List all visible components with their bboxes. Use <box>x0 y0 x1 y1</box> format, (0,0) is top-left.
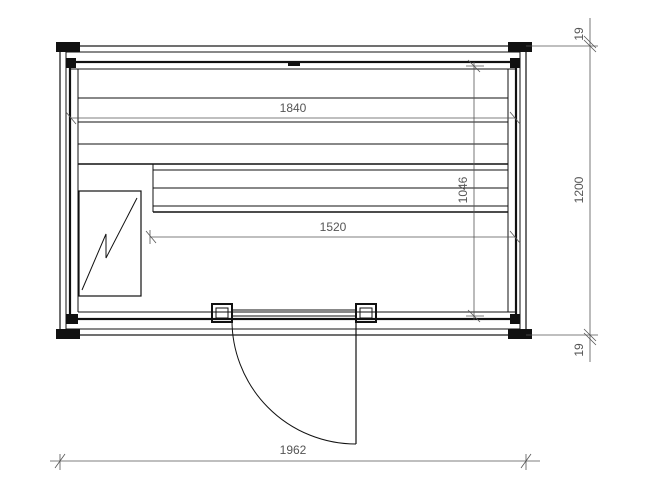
bench-lower <box>152 164 508 213</box>
outer-walls <box>59 45 527 336</box>
dimension-label-19-bottom: 19 <box>572 343 586 357</box>
dimension-outer-depth: 1200 <box>526 18 598 362</box>
dimension-label-1520: 1520 <box>320 220 347 234</box>
bench-upper <box>78 97 508 165</box>
dimension-label-19-top: 19 <box>572 27 586 41</box>
dimension-bench-lower: 1520 <box>145 220 521 244</box>
corner-post-bottom-left <box>56 329 80 339</box>
corner-post-bottom-right <box>508 329 532 339</box>
corner-post-top-right <box>508 42 532 52</box>
dimension-wall-top: 19 <box>572 27 586 41</box>
front-wall-door <box>78 303 516 323</box>
dimension-inner-depth: 1046 <box>456 59 484 323</box>
heater-lightning-icon <box>78 190 142 297</box>
dimension-label-1962: 1962 <box>280 443 307 457</box>
door-swing <box>231 317 357 445</box>
dimension-label-1840: 1840 <box>280 101 307 115</box>
dimension-bench-upper: 1840 <box>65 101 521 125</box>
dimension-label-1046: 1046 <box>456 176 470 203</box>
dimension-overall-width: 1962 <box>50 443 540 470</box>
dimension-wall-bottom: 19 <box>572 343 586 357</box>
vent-slot <box>288 62 300 66</box>
dimension-label-1200: 1200 <box>572 176 586 203</box>
corner-posts <box>56 42 532 339</box>
corner-post-top-left <box>56 42 80 52</box>
